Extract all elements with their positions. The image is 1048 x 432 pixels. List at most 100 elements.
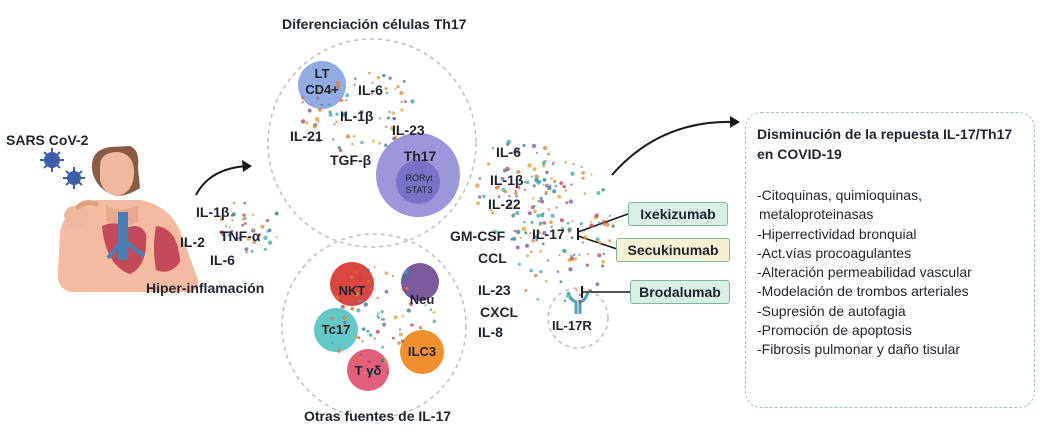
cytokine-dot [414,352,420,357]
cytokine-dot [380,317,384,321]
cytokine-dot [227,230,230,234]
arrow-to-effects [611,120,735,176]
cytokine-dot [373,266,376,269]
cytokine-dot [363,304,366,307]
cytokine-dot [335,120,339,124]
cytokine-dot [522,143,526,148]
cytokine-dot [516,170,521,174]
cytokine-dot [536,298,539,301]
cytokine-dot [494,185,500,190]
cytokine-dot [263,247,267,251]
cytokine-dot [583,192,586,195]
cytokine-dot [219,230,223,234]
arrow-to-th17 [195,165,249,196]
cytokine-dot [384,359,388,363]
cytokine-dot [541,161,547,166]
cytokine-dot [342,315,347,320]
mediator-il8: IL-8 [478,324,503,340]
cytokine-dot [407,273,411,277]
cytokine-dot [518,262,521,266]
cytokine-dot [580,165,583,168]
effect-item: -Modelación de trombos arteriales [757,283,969,300]
cytokine-dot [232,201,236,205]
cytokine-dot [355,271,358,274]
cytokine-dot [397,341,401,345]
cytokine-dot [243,222,247,225]
cytokine-dot [364,291,369,296]
cytokine-dot [570,236,574,240]
mediator-cxcl: CXCL [480,304,519,320]
cytokine-dot [418,325,423,330]
cytokine-dot [549,220,553,224]
cytokine-dot [343,320,347,325]
cytokine-dot [578,253,581,256]
cytokine-dot [523,181,526,184]
cytokine-dot [556,270,560,273]
cytokine-dot [523,220,526,224]
cytokine-dot [400,339,404,343]
cytokine-dot [601,188,605,192]
cytokine-dot [505,166,510,172]
cytokine-dot [597,221,601,225]
cytokine-dot [515,211,520,216]
effect-item: -Alteración permeabilidad vascular [757,264,972,281]
cytokine-dot [410,99,415,104]
cytokine-dot [337,146,341,150]
cytokine-dot [390,126,395,131]
cytokine-dot [335,80,340,86]
cytokine-dot [305,121,309,125]
th17-cytokine-il23: IL-23 [392,122,425,138]
cytokine-dot [275,236,278,239]
cytokine-dot [392,116,396,120]
drug-secukinumab: Secukinumab [616,238,730,262]
cytokine-dot [368,333,373,337]
cytokine-dot [356,308,361,313]
cytokine-dot [539,196,543,200]
cytokine-dot [351,142,354,146]
cytokine-dot [384,143,388,147]
cytokine-dot [424,304,427,307]
cytokine-dot [527,211,532,216]
cytokine-dot [540,199,545,204]
cytokine-dot [230,229,234,234]
cytokine-dot [595,282,600,287]
lt-cd4-label: LT CD4+ [305,66,339,97]
cytokine-dot [486,162,491,166]
drug-ixekizumab: Ixekizumab [628,202,728,226]
cytokine-dot [559,181,563,185]
cytokine-dot [384,289,389,294]
cytokine-dot [530,205,535,210]
cytokine-dot [544,192,548,196]
cytokine-dot [478,177,482,180]
cytokine-dot [219,217,224,222]
cytokine-dot [394,88,397,91]
cytokine-dot [510,237,514,241]
cytokine-dot [537,200,541,203]
effects-list: -Citoquinas, quimioquinas, metaloprotein… [757,186,1032,360]
cytokine-dot [392,336,395,340]
patient-figure [57,146,199,292]
cytokine-dot [608,239,611,243]
hyperinflammation-label: Hiper-inflamación [146,280,265,296]
cytokine-dot [527,163,532,168]
cytokine-dot [571,220,574,223]
cytokine-dot [538,224,541,227]
cytokine-dot [536,230,541,235]
cytokine-dot [342,325,346,329]
cytokine-dot [578,299,583,304]
cytokine-dot [562,248,567,254]
nkt-label: NKT [338,283,366,298]
th17-cytokine-il1b: IL-1β [340,108,374,124]
cytokine-dot [258,233,262,237]
cytokine-dot [550,225,553,228]
cytokine-dot [538,179,542,184]
cytokine-dot [581,241,585,244]
cytokine-dot [513,229,517,233]
cytokine-dot [243,201,246,205]
cytokine-dot [251,213,255,217]
cytokine-dot [312,124,317,129]
cytokine-dot [317,120,320,123]
cytokine-dot [352,356,356,360]
cytokine-dot [565,201,569,205]
cytokine-dot [529,232,532,235]
